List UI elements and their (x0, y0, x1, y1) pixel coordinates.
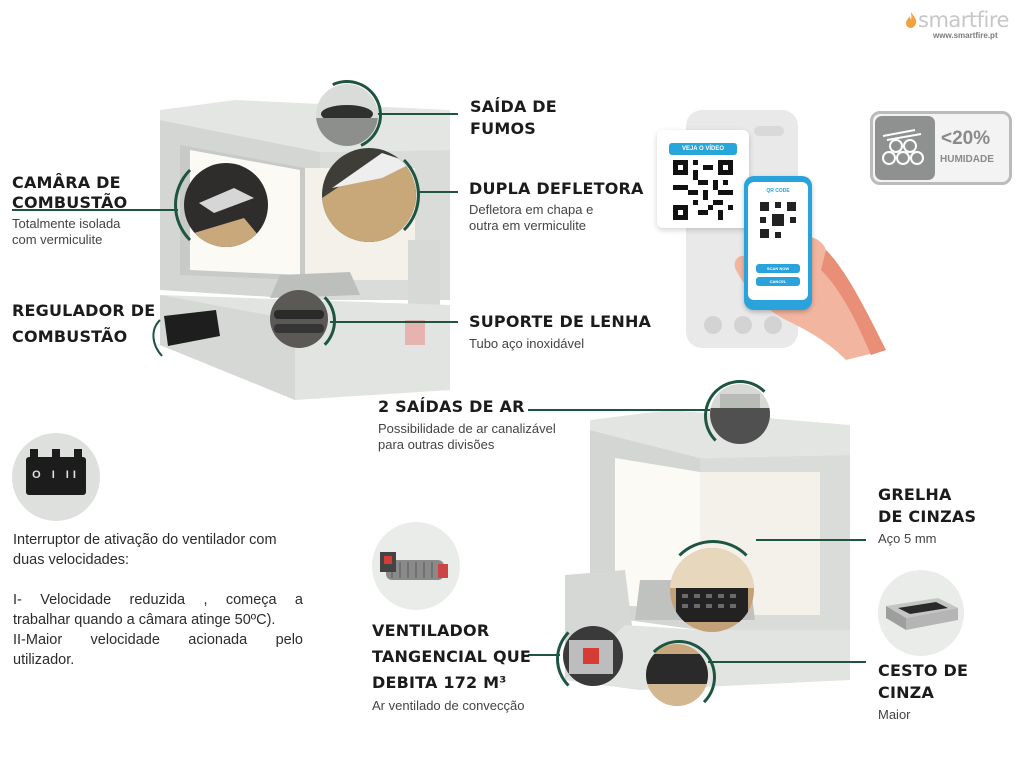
suporte-label: SUPORTE DE LENHA Tubo aço inoxidável (469, 311, 651, 352)
regulador-detail (164, 308, 220, 348)
interruptor-p3-line2: utilizador. (13, 652, 75, 668)
qr-video-label: VEJA O VÍDEO (669, 143, 737, 155)
suporte-desc: Tubo aço inoxidável (469, 336, 585, 351)
grelha-title-2: DE CINZAS (878, 507, 977, 526)
logs-icon (875, 116, 935, 180)
grelha-desc: Aço 5 mm (878, 531, 937, 546)
dupla-defletora-label: DUPLA DEFLETORA Defletora em chapa e out… (469, 178, 644, 234)
dupla-defletora-desc-2: outra em vermiculite (469, 218, 587, 233)
interruptor-p1-line2: duas velocidades: (13, 552, 130, 568)
saidas-ar-title: 2 SAÍDAS DE AR (378, 397, 525, 416)
flame-icon (906, 12, 917, 28)
camara-title-1: CAMÂRA DE (12, 173, 121, 192)
qr-video-card: VEJA O VÍDEO (657, 130, 749, 228)
dupla-defletora-arc (318, 144, 420, 246)
cesto-label: CESTO DE CINZA Maior (878, 660, 1024, 723)
interruptor-p1-line1: Interruptor de ativação do ventilador co… (13, 532, 277, 548)
qr-code-icon (673, 160, 733, 220)
grelha-title-1: GRELHA (878, 485, 952, 504)
interruptor-p2-line1: I- Velocidade reduzida , começa a (13, 592, 303, 608)
smartphone: QR CODE SCAN NOW CANCEL (744, 176, 812, 310)
saidas-ar-label: 2 SAÍDAS DE AR Possibilidade de ar canal… (378, 396, 556, 453)
fan-product-photo (372, 522, 460, 610)
switch-icon: O I II (26, 449, 86, 495)
brand-name: smartfire (918, 8, 1009, 32)
ventilador-arc (556, 620, 634, 698)
switch-photo: O I II (12, 433, 100, 521)
switch-symbols: O I II (32, 469, 80, 481)
saida-fumos-detail (316, 84, 378, 146)
dupla-defletora-title: DUPLA DEFLETORA (469, 179, 644, 198)
scan-now-button[interactable]: SCAN NOW (756, 264, 800, 273)
leader-lines-bottom (528, 409, 866, 663)
ventilador-desc: Ar ventilado de convecção (372, 698, 525, 713)
saidas-ar-desc-1: Possibilidade de ar canalizável (378, 421, 556, 436)
camara-desc-1: Totalmente isolada (12, 216, 121, 231)
leader-lines-top (12, 113, 458, 357)
humidity-badge: <20% HUMIDADE (870, 111, 1012, 185)
grelha-arc (664, 540, 762, 638)
brand-url: www.smartfire.pt (933, 31, 998, 40)
flash-icon (764, 316, 782, 334)
dupla-defletora-desc-1: Defletora em chapa e (469, 202, 594, 217)
ventilador-title-3: DEBITA 172 M³ (372, 673, 507, 692)
interruptor-p2-line2: trabalhar quando a câmara atinge 50ºC). (13, 612, 276, 628)
humidity-value: <20% (941, 128, 991, 149)
saida-fumos-title: SAÍDA DE FUMOS (470, 97, 557, 138)
camara-arc (174, 154, 276, 256)
interruptor-p3-line1: II-Maior velocidade acionada pelo (13, 632, 303, 648)
ash-basket-photo (878, 570, 964, 656)
phone-title: QR CODE (766, 188, 790, 194)
grelha-label: GRELHA DE CINZAS Aço 5 mm (878, 484, 976, 547)
image-icon (704, 316, 722, 334)
cesto-title: CESTO DE CINZA (878, 661, 969, 702)
brand-logo: smartfire www.smartfire.pt (904, 6, 1019, 40)
camara-label: CAMÂRA DE COMBUSTÃO Totalmente isolada c… (12, 172, 127, 248)
close-icon (734, 316, 752, 334)
saidas-ar-desc-2: para outras divisões (378, 437, 495, 452)
regulador-title: REGULADOR DE COMBUSTÃO (12, 301, 156, 346)
saidas-ar-arc (704, 380, 776, 452)
ventilador-label: VENTILADOR TANGENCIAL QUE DEBITA 172 M³ … (372, 618, 531, 714)
interruptor-text: Interruptor de ativação do ventilador co… (13, 530, 303, 670)
suporte-title: SUPORTE DE LENHA (469, 312, 652, 331)
ventilador-title-1: VENTILADOR (372, 621, 490, 640)
humidity-label: HUMIDADE (940, 154, 994, 165)
cancel-button[interactable]: CANCEL (756, 277, 800, 286)
ventilador-title-2: TANGENCIAL QUE (372, 647, 532, 666)
cesto-desc: Maior (878, 707, 911, 722)
phone-qr-icon (760, 202, 796, 238)
camara-desc-2: com vermiculite (12, 232, 103, 247)
camara-title-2: COMBUSTÃO (12, 193, 128, 212)
cesto-arc (642, 640, 716, 714)
